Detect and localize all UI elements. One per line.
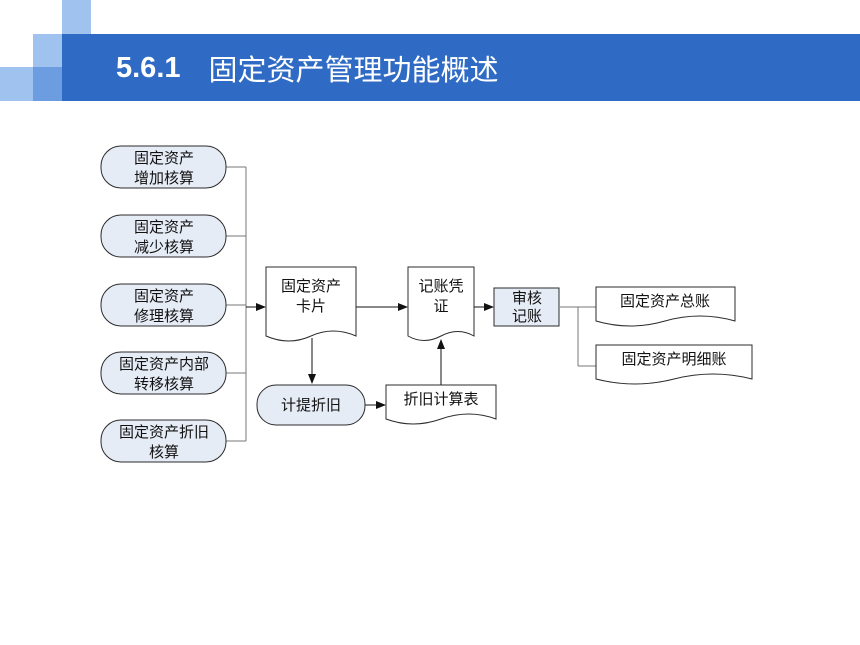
section-number: 5.6.1 — [116, 51, 181, 84]
source-label-repair-2: 修理核算 — [134, 307, 194, 325]
general-ledger-document — [595, 286, 736, 327]
decor-square-bottom-left — [0, 67, 33, 101]
source-node-transfer — [100, 351, 227, 395]
source-node-increase — [100, 145, 227, 189]
voucher-label-1: 记账凭 — [418, 277, 463, 295]
title-bar — [62, 34, 860, 101]
audit-node — [493, 287, 560, 327]
audit-label-2: 记账 — [512, 307, 542, 325]
source-label-depr-1: 固定资产折旧 — [119, 423, 209, 441]
audit-label-1: 审核 — [512, 289, 542, 307]
decor-square-left — [33, 34, 62, 67]
depreciation-node — [256, 384, 366, 426]
decor-square-bottom — [33, 67, 62, 101]
source-label-increase-2: 增加核算 — [134, 169, 194, 187]
source-label-transfer-2: 转移核算 — [134, 375, 194, 393]
depreciation-label: 计提折旧 — [281, 396, 341, 414]
detail-ledger-document — [595, 344, 753, 385]
source-label-transfer-1: 固定资产内部 — [119, 355, 209, 373]
source-label-depr-2: 核算 — [149, 443, 179, 461]
source-label-repair-1: 固定资产 — [134, 287, 194, 305]
voucher-label-2: 证 — [433, 297, 448, 315]
depreciation-table-document — [385, 384, 497, 425]
general-ledger-label: 固定资产总账 — [620, 292, 710, 310]
decor-square-top — [62, 0, 91, 34]
page-title: 5.6.1 固定资产管理功能概述 — [116, 44, 499, 92]
asset-card-label-1: 固定资产 — [281, 277, 341, 295]
voucher-document — [407, 266, 475, 341]
depreciation-table-label: 折旧计算表 — [403, 390, 478, 408]
source-node-repair — [100, 283, 227, 327]
source-node-decrease — [100, 214, 227, 258]
section-title: 固定资产管理功能概述 — [208, 53, 499, 87]
source-node-depreciation — [100, 419, 227, 463]
source-label-increase-1: 固定资产 — [134, 149, 194, 167]
asset-card-label-2: 卡片 — [296, 297, 326, 315]
detail-ledger-label: 固定资产明细账 — [621, 350, 726, 368]
source-label-decrease-2: 减少核算 — [134, 238, 194, 256]
asset-card-document — [265, 266, 357, 342]
source-label-decrease-1: 固定资产 — [134, 218, 194, 236]
